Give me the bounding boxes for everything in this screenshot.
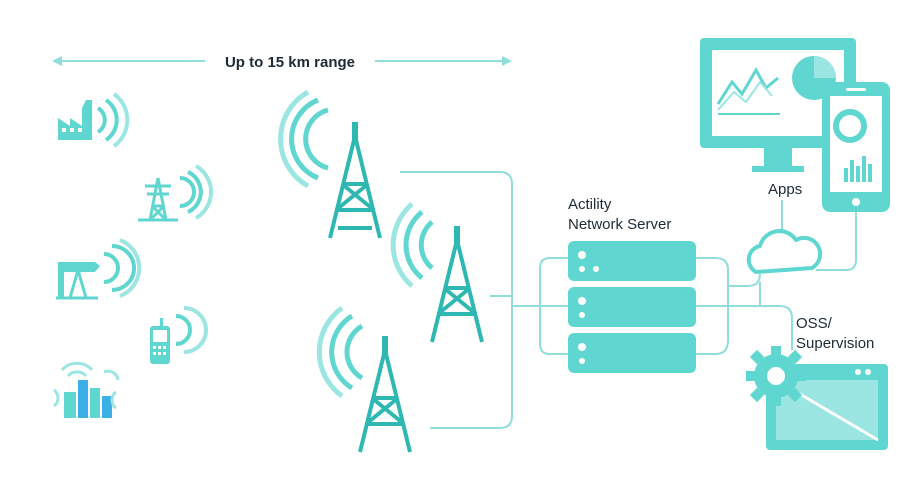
server-label-line2: Network Server bbox=[568, 216, 671, 233]
antenna-tower-icon bbox=[316, 305, 412, 453]
range-arrowhead-right bbox=[502, 56, 512, 66]
oss-label-line1: OSS/ bbox=[796, 315, 833, 332]
range-label: Up to 15 km range bbox=[225, 54, 355, 71]
gear-icon bbox=[746, 346, 806, 406]
antenna-tower-icon bbox=[278, 89, 382, 239]
mobile-phone-icon bbox=[150, 306, 208, 364]
factory-icon bbox=[58, 92, 130, 148]
range-indicator: Up to 15 km range bbox=[52, 54, 512, 71]
power-pylon-icon bbox=[138, 164, 214, 222]
smartphone-icon bbox=[822, 82, 890, 212]
server-stack-icon bbox=[568, 241, 696, 373]
backhaul-connections bbox=[400, 171, 857, 429]
city-buildings-icon bbox=[52, 361, 120, 418]
antenna-tower-icon bbox=[390, 202, 484, 343]
oil-pump-icon bbox=[56, 238, 142, 300]
cloud-icon bbox=[746, 229, 823, 274]
apps-label: Apps bbox=[768, 181, 802, 198]
range-arrowhead-left bbox=[52, 56, 62, 66]
oss-label-line2: Supervision bbox=[796, 335, 874, 352]
server-label-line1: Actility bbox=[568, 196, 612, 213]
